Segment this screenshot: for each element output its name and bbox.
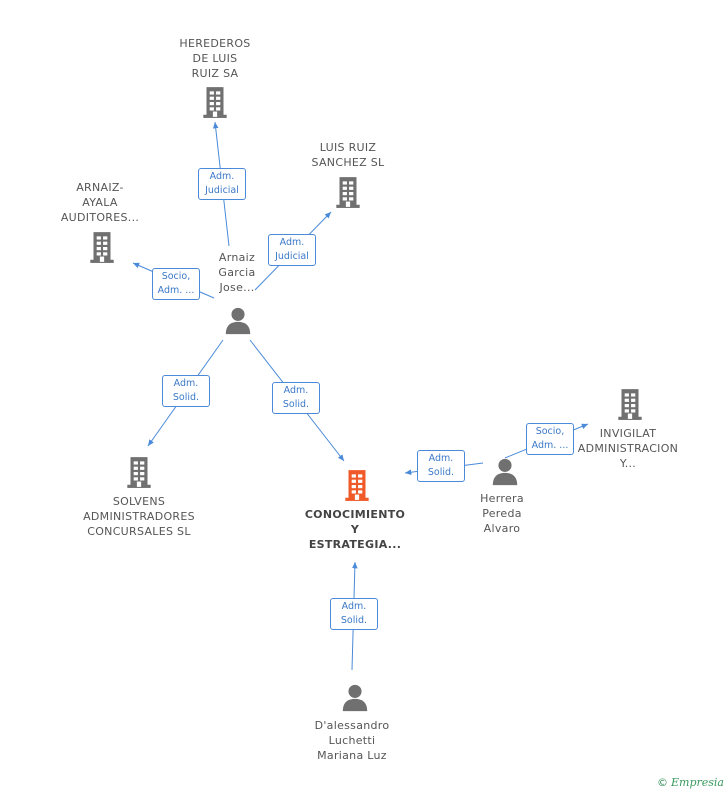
node-label-line: ADMINISTRADORES xyxy=(83,510,195,523)
edge-label-line: Solid. xyxy=(340,615,368,626)
node-label-line: Luchetti xyxy=(328,734,376,747)
edge-label-arnaizjose-to-conocimiento[interactable]: Adm. Solid. xyxy=(272,382,320,414)
node-label-line: ESTRATEGIA... xyxy=(308,538,402,551)
edge-label-line: Adm. xyxy=(283,385,309,396)
node-label-line: RUIZ SA xyxy=(191,67,239,80)
node-label-line: Garcia xyxy=(218,266,256,279)
person-icon-dalessandro[interactable] xyxy=(340,682,370,712)
edge-label-line: Adm. xyxy=(279,237,305,248)
edge-label-line: Judicial xyxy=(205,185,239,196)
edge-label-line: Adm. xyxy=(428,453,454,464)
node-label-line: DE LUIS xyxy=(192,52,238,65)
edge-label-line: Judicial xyxy=(275,251,309,262)
node-label-line: Y... xyxy=(619,457,637,470)
node-label-line: AYALA xyxy=(82,196,118,209)
building-icon-luisruiz[interactable] xyxy=(331,175,365,209)
node-label-line: SANCHEZ SL xyxy=(311,156,385,169)
edge-label-arnaizjose-to-luisruiz[interactable]: Adm. Judicial xyxy=(268,234,316,266)
edge-label-line: Solid. xyxy=(427,467,455,478)
edge-label-line: Adm. ... xyxy=(157,285,195,296)
node-label-solvens[interactable]: SOLVENS ADMINISTRADORES CONCURSALES SL xyxy=(69,494,209,539)
building-icon-invigilat[interactable] xyxy=(613,387,647,421)
edge-label-line: Adm. xyxy=(341,601,367,612)
edge-label-arnaizjose-to-herederos[interactable]: Adm. Judicial xyxy=(198,168,246,200)
node-label-line: ARNAIZ- xyxy=(76,181,124,194)
brand-footer[interactable]: ©Empresia xyxy=(657,776,724,789)
node-label-line: Y xyxy=(350,523,360,536)
edge-label-line: Socio, xyxy=(535,426,565,437)
edge-label-line: Socio, xyxy=(161,271,191,282)
node-label-line: Jose... xyxy=(219,281,255,294)
node-label-line: SOLVENS xyxy=(112,495,166,508)
building-icon-herederos[interactable] xyxy=(198,85,232,119)
node-label-line: ADMINISTRACION xyxy=(577,442,679,455)
edge-label-line: Solid. xyxy=(172,392,200,403)
node-label-line: Arnaiz xyxy=(218,251,256,264)
node-label-herederos[interactable]: HEREDEROS DE LUIS RUIZ SA xyxy=(145,36,285,81)
building-icon-conocimiento[interactable] xyxy=(340,468,374,502)
node-label-line: INVIGILAT xyxy=(599,427,657,440)
node-label-line: HEREDEROS xyxy=(179,37,251,50)
person-icon-arnaizjose[interactable] xyxy=(223,305,253,335)
edge-label-herrera-to-conocimiento[interactable]: Adm. Solid. xyxy=(417,450,465,482)
building-icon-arnaizayala[interactable] xyxy=(85,230,119,264)
node-label-line: CONOCIMIENTO xyxy=(304,508,406,521)
edge-label-arnaizjose-to-arnaizayala[interactable]: Socio, Adm. ... xyxy=(152,268,200,300)
node-label-invigilat[interactable]: INVIGILAT ADMINISTRACION Y... xyxy=(558,426,698,471)
node-label-line: LUIS RUIZ xyxy=(319,141,377,154)
node-label-line: Herrera xyxy=(480,492,524,505)
edge-label-line: Adm. xyxy=(173,378,199,389)
node-label-luisruiz[interactable]: LUIS RUIZ SANCHEZ SL xyxy=(278,140,418,170)
brand-name: Empresia xyxy=(671,776,724,789)
edge-label-herrera-to-invigilat[interactable]: Socio, Adm. ... xyxy=(526,423,574,455)
edge-label-line: Solid. xyxy=(282,399,310,410)
node-label-line: CONCURSALES SL xyxy=(87,525,191,538)
node-label-line: Pereda xyxy=(482,507,522,520)
node-label-conocimiento[interactable]: CONOCIMIENTO Y ESTRATEGIA... xyxy=(285,507,425,552)
building-icon-solvens[interactable] xyxy=(122,455,156,489)
node-label-arnaizayala[interactable]: ARNAIZ- AYALA AUDITORES... xyxy=(30,180,170,225)
node-label-line: D'alessandro xyxy=(314,719,390,732)
edge-label-line: Adm. ... xyxy=(531,440,569,451)
edge-label-dalessandro-to-conocimiento[interactable]: Adm. Solid. xyxy=(330,598,378,630)
node-label-line: AUDITORES... xyxy=(60,211,140,224)
person-icon-herrera[interactable] xyxy=(490,456,520,486)
edge-label-line: Adm. xyxy=(209,171,235,182)
copyright-icon: © xyxy=(657,776,668,789)
node-label-line: Alvaro xyxy=(483,522,521,535)
node-label-line: Mariana Luz xyxy=(317,749,387,762)
edge-label-arnaizjose-to-solvens[interactable]: Adm. Solid. xyxy=(162,375,210,407)
